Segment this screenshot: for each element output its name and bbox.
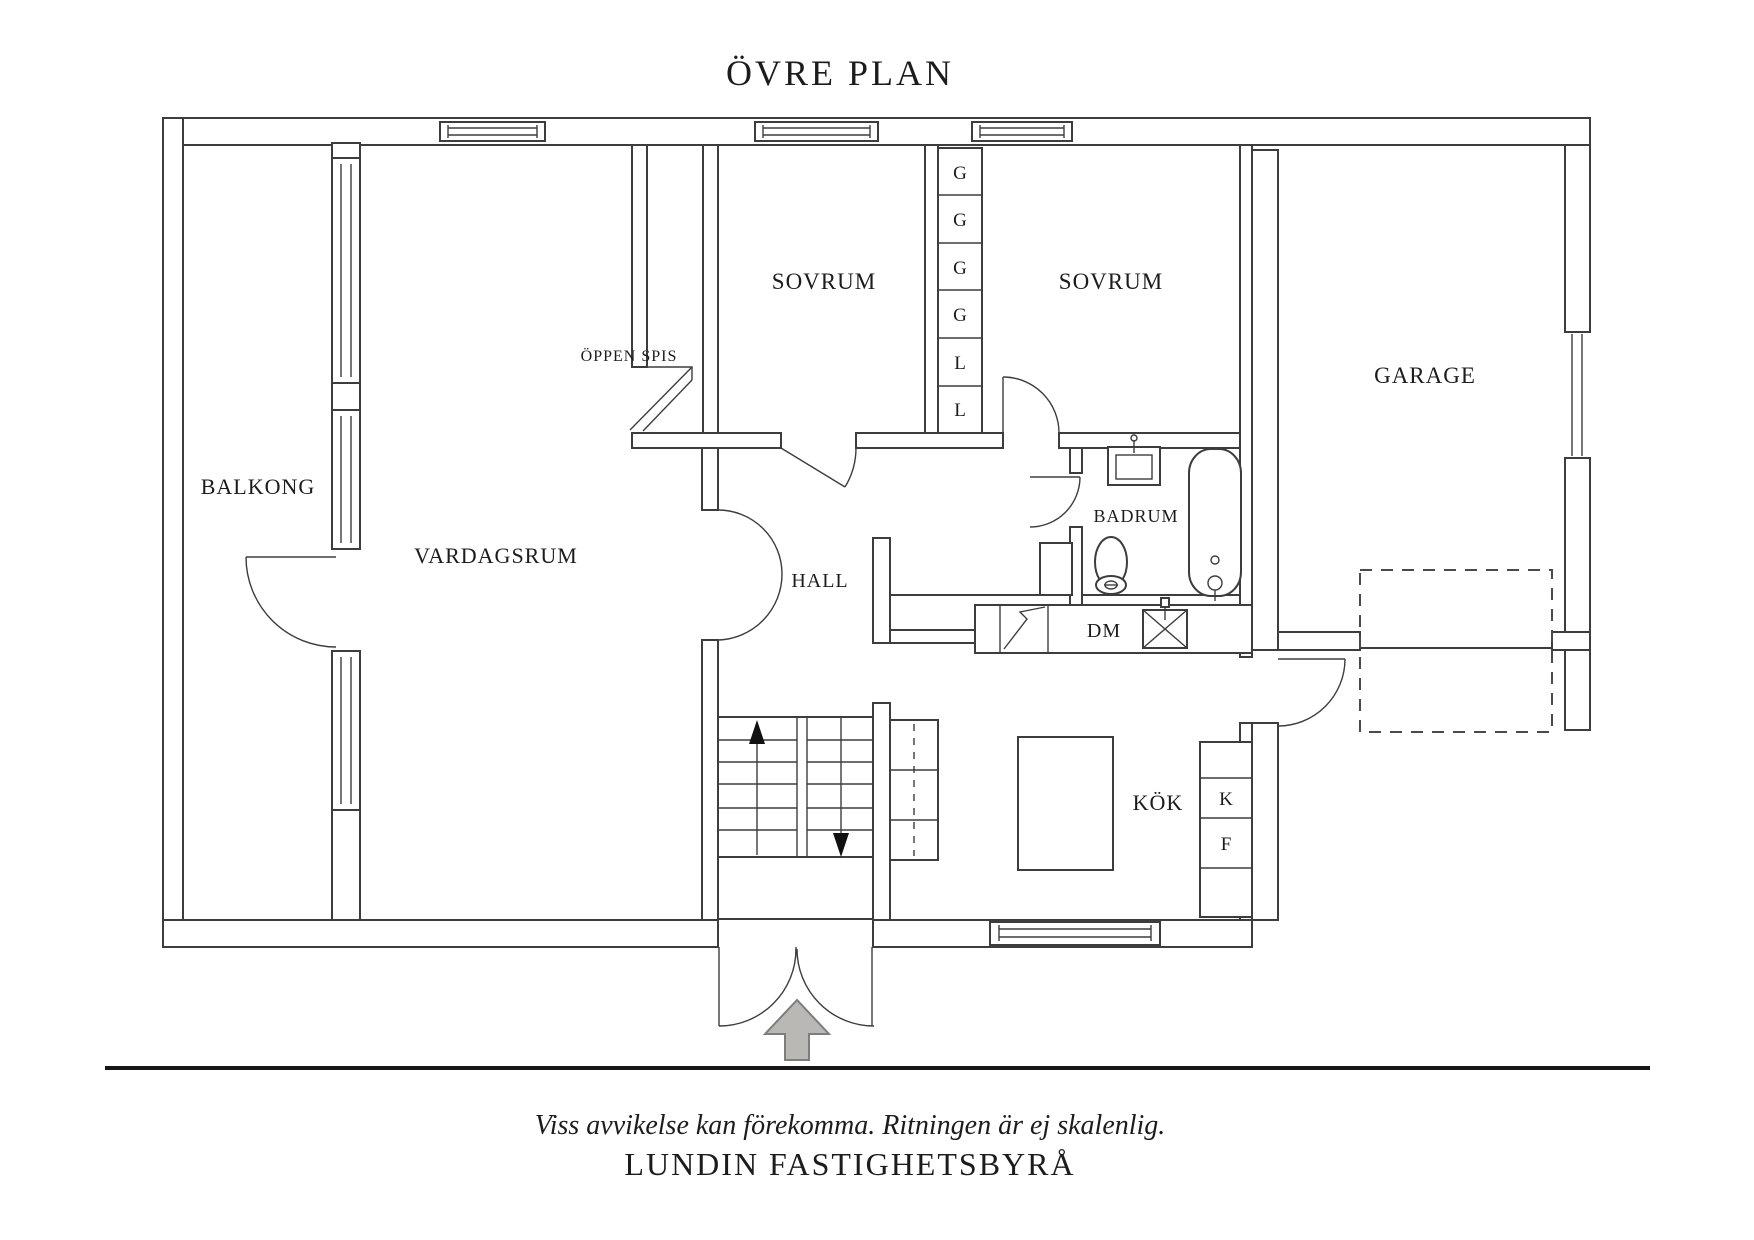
room-label-oppen-spis: ÖPPEN SPIS <box>581 347 678 365</box>
bathroom-sink <box>1107 434 1161 486</box>
appliance-label-k: K <box>1219 789 1233 810</box>
fireplace <box>629 366 693 432</box>
appliance-label-f: F <box>1221 834 1232 855</box>
room-label-kok: KÖK <box>1133 790 1184 815</box>
fridge-freezer-column <box>1199 741 1253 918</box>
footer-agency: LUNDIN FASTIGHETSBYRÅ <box>624 1146 1075 1182</box>
balcony-window-lower <box>331 650 361 811</box>
balcony-door <box>245 556 337 648</box>
sovrum1-door <box>780 447 857 488</box>
page-title: ÖVRE PLAN <box>726 53 954 93</box>
kitchen-sink <box>1142 597 1188 649</box>
bottom-wall-window <box>989 921 1161 946</box>
balcony-window-upper <box>331 157 361 384</box>
bathtub <box>1188 448 1242 601</box>
entrance <box>718 947 875 1061</box>
garage-walls <box>1277 144 1591 733</box>
sovrum2-door <box>1002 376 1060 434</box>
closet-column <box>937 147 983 434</box>
garage-entry-door <box>1277 658 1346 727</box>
garage-side-window <box>1571 334 1583 456</box>
kitchen-cabinets <box>889 719 939 861</box>
balcony-window-middle <box>331 409 361 550</box>
room-label-garage: GARAGE <box>1374 363 1476 388</box>
footer-divider <box>105 1066 1650 1070</box>
closet-label-l1: L <box>954 353 966 374</box>
appliance-label-dm: DM <box>1087 620 1121 642</box>
room-label-sovrum-1: SOVRUM <box>772 269 876 294</box>
room-label-sovrum-2: SOVRUM <box>1059 269 1163 294</box>
balcony-window-wall <box>245 142 361 921</box>
hall-double-doors <box>717 509 783 641</box>
footer: Viss avvikelse kan förekomma. Ritningen … <box>105 1066 1650 1182</box>
kitchen-counter <box>974 597 1253 654</box>
counter-hatch <box>1003 606 1046 650</box>
stairs-up-arrow <box>749 720 765 855</box>
garage-apron-dashed <box>1359 569 1553 733</box>
doors <box>717 376 1081 641</box>
room-label-badrum: BADRUM <box>1093 506 1178 526</box>
room-label-balkong: BALKONG <box>201 474 316 499</box>
staircase <box>718 716 873 920</box>
entry-direction-arrow <box>762 998 832 1061</box>
closet-label-g1: G <box>953 163 967 184</box>
kitchen-island <box>1017 736 1114 871</box>
window-sovrum1 <box>754 121 879 142</box>
closet-label-g4: G <box>953 305 967 326</box>
room-label-vardagsrum: VARDAGSRUM <box>414 543 578 568</box>
room-label-hall: HALL <box>791 570 848 592</box>
closet-label-g3: G <box>953 258 967 279</box>
closet-label-l2: L <box>954 400 966 421</box>
stairs-down-arrow <box>833 717 849 857</box>
top-windows <box>439 121 1073 142</box>
window-vardagsrum <box>439 121 546 142</box>
footer-disclaimer: Viss avvikelse kan förekomma. Ritningen … <box>535 1110 1166 1141</box>
badrum-door <box>1029 476 1081 528</box>
window-sovrum2 <box>971 121 1073 142</box>
toilet <box>1094 536 1128 595</box>
closet-label-g2: G <box>953 210 967 231</box>
